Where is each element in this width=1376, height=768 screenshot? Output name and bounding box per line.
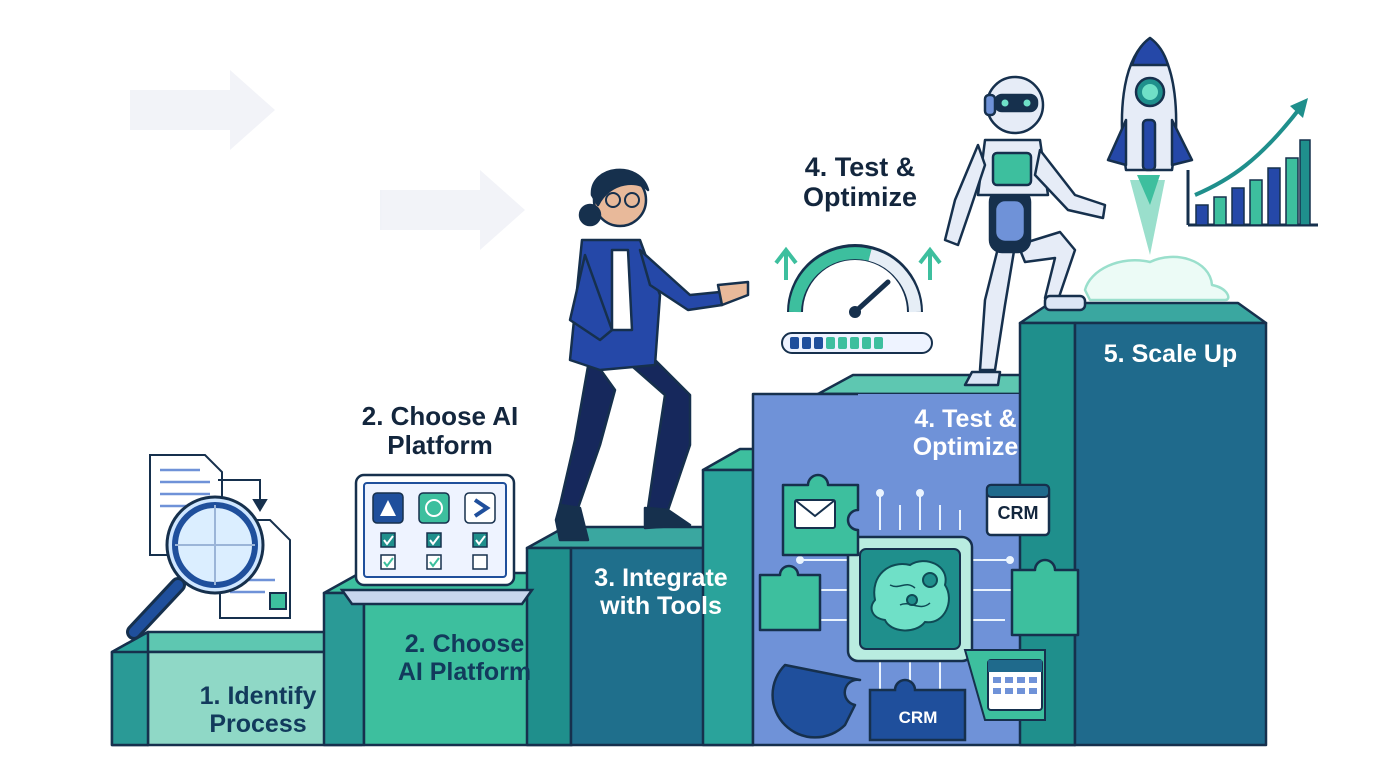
choose-platform-callout: 2. Choose AI Platform (335, 401, 545, 461)
robot (943, 75, 1107, 387)
laptop-icon (339, 473, 535, 606)
step-5-block (1018, 301, 1268, 747)
progress-segment (814, 337, 823, 349)
step-5-title: Scale Up (1131, 340, 1238, 368)
step-3-number: 3. (594, 564, 616, 592)
progress-segment (850, 337, 859, 349)
choose-platform-callout-line1: 2. Choose AI (361, 401, 519, 431)
step-3-subtitle: with Tools (600, 592, 722, 620)
step-4-number: 4. (914, 405, 936, 433)
progress-segment (790, 337, 799, 349)
step-5-number: 5. (1103, 340, 1125, 368)
calendar-icon (963, 649, 1046, 721)
step-1-subtitle: Process (209, 710, 307, 738)
step-2-title: Choose (432, 630, 525, 658)
crm-tag-top: CRM (997, 503, 1039, 523)
rocket-icon (1083, 36, 1230, 302)
person-figure (554, 168, 750, 542)
progress-segment (826, 337, 835, 349)
test-optimize-callout-line2: Optimize (802, 182, 917, 213)
magnifier-icon (126, 495, 265, 640)
step-2-label: 2. Choose AI Platform (372, 630, 557, 686)
choose-platform-callout-line2: Platform (387, 430, 493, 461)
background-arrows (130, 70, 525, 250)
step-1-title: Identify (227, 682, 317, 710)
integration-network (796, 489, 1015, 700)
crm-window-icon (985, 483, 1051, 537)
crm-tag-bottom: CRM (898, 708, 938, 727)
step-2-number: 2. (404, 630, 426, 658)
step-3-title: Integrate (622, 564, 728, 592)
progress-bar (781, 332, 933, 354)
progress-segment (862, 337, 871, 349)
crm-puzzle-icon (868, 678, 967, 742)
progress-segment (874, 337, 883, 349)
step-4-subtitle: Optimize (912, 433, 1019, 461)
progress-segment (838, 337, 847, 349)
test-optimize-callout-line1: 4. Test & (804, 152, 916, 182)
step-2-subtitle: AI Platform (397, 658, 532, 686)
step-1-number: 1. (199, 682, 221, 710)
test-optimize-callout: 4. Test & Optimize (775, 152, 945, 212)
growth-chart-icon (1186, 98, 1318, 227)
email-icon (794, 499, 836, 529)
step-4-label: 4. Test & Optimize (878, 405, 1053, 461)
gauge-icon (774, 244, 942, 318)
brain-chip-icon (846, 535, 974, 663)
step-5-label: 5. Scale Up (1078, 340, 1263, 368)
step-1-block (110, 630, 364, 747)
progress-segment (802, 337, 811, 349)
step-4-title: Test & (942, 405, 1017, 433)
step-1-label: 1. Identify Process (168, 682, 348, 738)
step-3-label: 3. Integrate with Tools (574, 564, 748, 620)
